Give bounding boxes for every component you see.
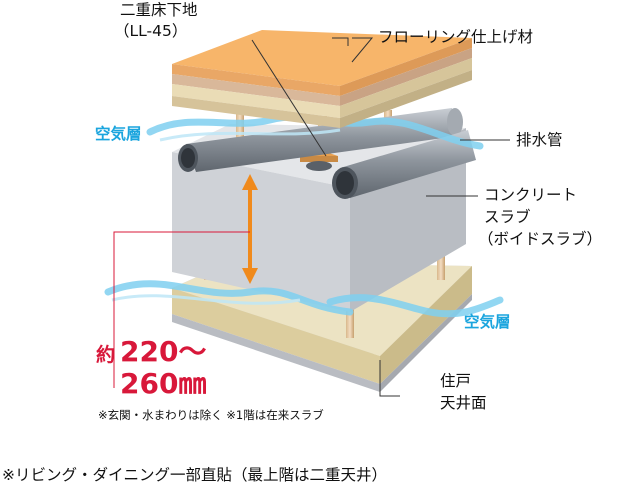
leader-ceiling bbox=[379, 360, 400, 397]
leader-lines bbox=[113, 37, 510, 397]
label-air-layer-bottom: 空気層 bbox=[464, 313, 511, 331]
label-void-slab: （ボイドスラブ） bbox=[478, 230, 603, 248]
ceiling-board-underlayer bbox=[172, 314, 380, 392]
ceiling-board-right-face bbox=[380, 266, 472, 384]
slab-front bbox=[172, 152, 350, 312]
ceiling-board-left-face bbox=[172, 288, 380, 384]
dimension-value-line1: 220〜 bbox=[120, 335, 207, 368]
flooring-layer-3 bbox=[172, 84, 340, 118]
exclusion-note: ※玄関・水まわりは除く ※1階は在来スラブ bbox=[98, 408, 324, 422]
footnote: ※リビング・ダイニング一部直貼（最上階は二重天井） bbox=[2, 466, 387, 484]
label-flooring: フローリング仕上げ材 bbox=[378, 28, 534, 46]
leader-flooring bbox=[351, 37, 374, 63]
label-air-layer-top: 空気層 bbox=[95, 125, 142, 143]
leader-dimension bbox=[113, 231, 250, 388]
flooring-top bbox=[172, 30, 472, 86]
pipe-front bbox=[340, 130, 476, 198]
label-subfloor: 二重床下地 bbox=[120, 1, 198, 19]
label-ceiling-unit: 住戸 bbox=[440, 372, 472, 390]
drain-pipes bbox=[178, 108, 476, 199]
label-ceiling-surface: 天井面 bbox=[440, 394, 487, 412]
leader-subfloor bbox=[251, 39, 327, 157]
dimension-value-line2: 260㎜ bbox=[120, 367, 207, 400]
flooring-layer-2 bbox=[172, 74, 340, 106]
dimension-prefix: 約 bbox=[96, 344, 116, 366]
leader-flooring-a bbox=[332, 37, 349, 46]
label-drain-pipe: 排水管 bbox=[516, 131, 563, 149]
label-subfloor-rating: （LL-45） bbox=[114, 22, 188, 40]
label-concrete: コンクリート bbox=[484, 186, 578, 204]
flooring-panel bbox=[172, 30, 472, 128]
lower-air-swoosh bbox=[104, 280, 504, 318]
dimension-arrow bbox=[242, 174, 258, 284]
label-slab: スラブ bbox=[484, 208, 531, 226]
